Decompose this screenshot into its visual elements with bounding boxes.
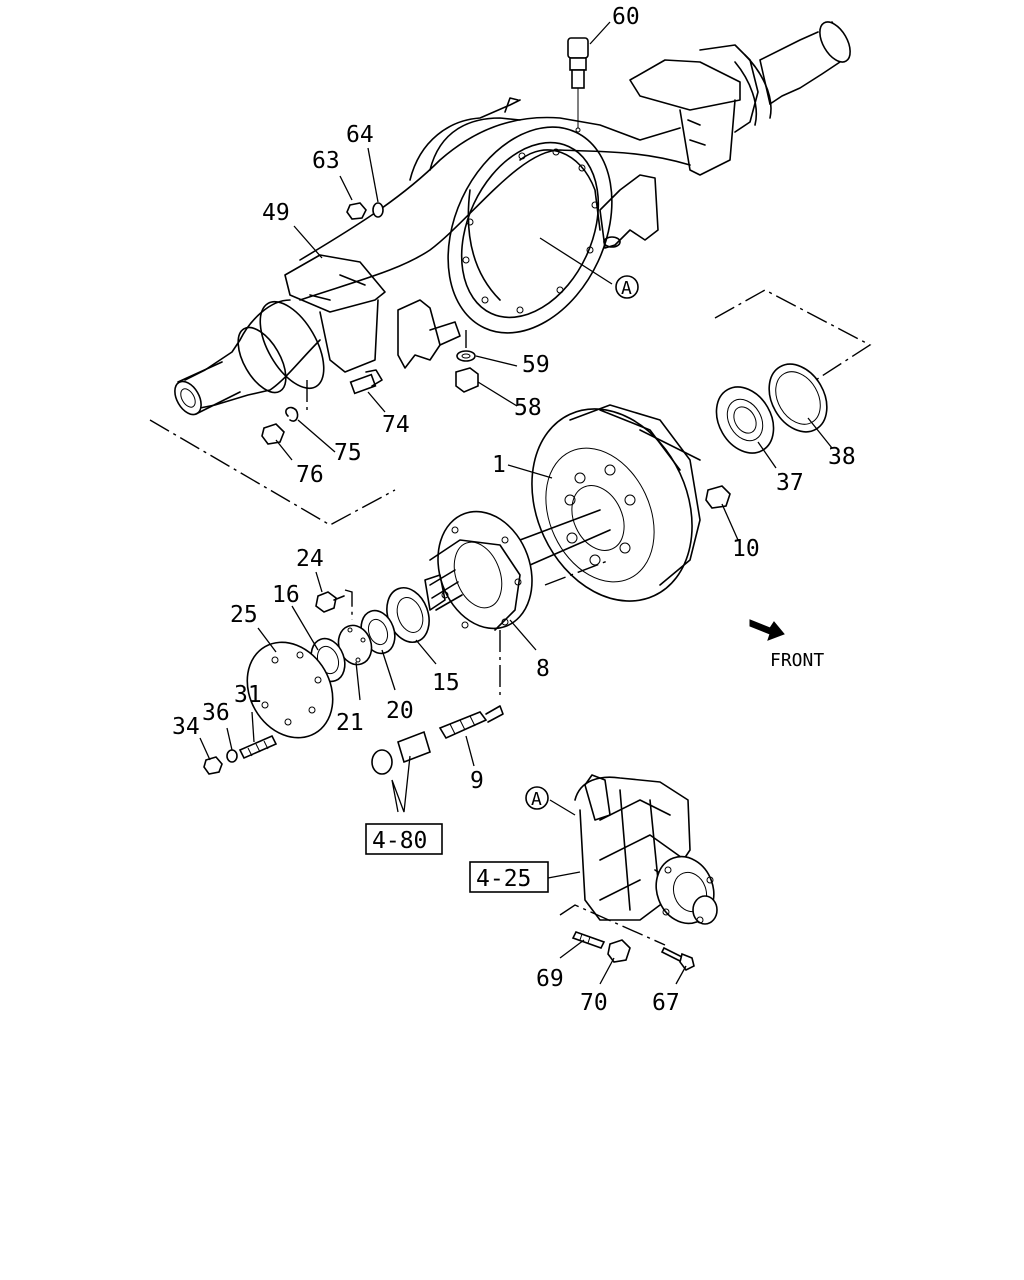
callout-69: 69: [536, 966, 564, 992]
callout-64: 64: [346, 122, 374, 148]
bearing-cup-38: [768, 363, 828, 433]
callout-37: 37: [776, 470, 804, 496]
bolt-67: [660, 946, 695, 972]
breather-plug-60: [567, 37, 589, 133]
callout-58: 58: [514, 395, 542, 421]
washer-64: [372, 202, 384, 218]
bolt-24: [315, 591, 345, 613]
callout-8: 8: [536, 656, 550, 682]
nut-34: [203, 756, 223, 775]
callout-63: 63: [312, 148, 340, 174]
nut-70: [607, 939, 631, 963]
washer-75: [285, 406, 299, 422]
callout-34: 34: [172, 714, 200, 740]
front-direction-arrow-icon: [749, 619, 785, 641]
reference-a-top: A: [615, 275, 639, 299]
callout-67: 67: [652, 990, 680, 1016]
callout-31: 31: [234, 682, 262, 708]
callout-25: 25: [230, 602, 258, 628]
washer-36: [226, 749, 238, 763]
callout-36: 36: [202, 700, 230, 726]
washer-59: [456, 350, 476, 362]
hub-stud-9: [438, 705, 504, 740]
svg-text:A: A: [531, 789, 542, 810]
callout-16: 16: [272, 582, 300, 608]
callout-10: 10: [732, 536, 760, 562]
nut-76: [261, 423, 285, 445]
svg-text:4-25: 4-25: [476, 866, 531, 892]
callout-24: 24: [296, 546, 324, 572]
bolt-74: [349, 369, 383, 395]
leader-lines: [199, 21, 833, 985]
svg-text:A: A: [621, 278, 632, 299]
stud-31: [238, 734, 278, 760]
hub-nut-10: [705, 485, 731, 509]
svg-text:4-80: 4-80: [372, 828, 427, 854]
callout-60: 60: [612, 4, 640, 30]
front-label: FRONT: [770, 650, 824, 671]
callout-76: 76: [296, 462, 324, 488]
differential-carrier: [574, 774, 718, 925]
callout-70: 70: [580, 990, 608, 1016]
callout-9: 9: [470, 768, 484, 794]
callout-59: 59: [522, 352, 550, 378]
wheel-nut-pair: [371, 730, 431, 775]
axle-housing: [174, 21, 851, 416]
brake-drum-1: [531, 404, 701, 602]
reference-box-4-25[interactable]: 4-25: [469, 861, 549, 893]
reference-a-bottom: A: [525, 786, 549, 810]
cover-25: [246, 641, 334, 739]
callout-15: 15: [432, 670, 460, 696]
callout-1: 1: [492, 452, 506, 478]
callout-49: 49: [262, 200, 290, 226]
axle-shaft-hub-8: [424, 509, 611, 631]
callout-numbers: 60 64 63 49 59 58 74 75 76 38 37 1 10 24…: [172, 4, 856, 1016]
nut-58: [455, 367, 479, 393]
reference-box-4-80[interactable]: 4-80: [365, 823, 443, 855]
nut-63: [346, 202, 367, 220]
bearing-37: [715, 386, 775, 454]
callout-38: 38: [828, 444, 856, 470]
callout-74: 74: [382, 412, 410, 438]
callout-20: 20: [386, 698, 414, 724]
stud-69: [571, 931, 606, 949]
callout-21: 21: [336, 710, 364, 736]
callout-75: 75: [334, 440, 362, 466]
